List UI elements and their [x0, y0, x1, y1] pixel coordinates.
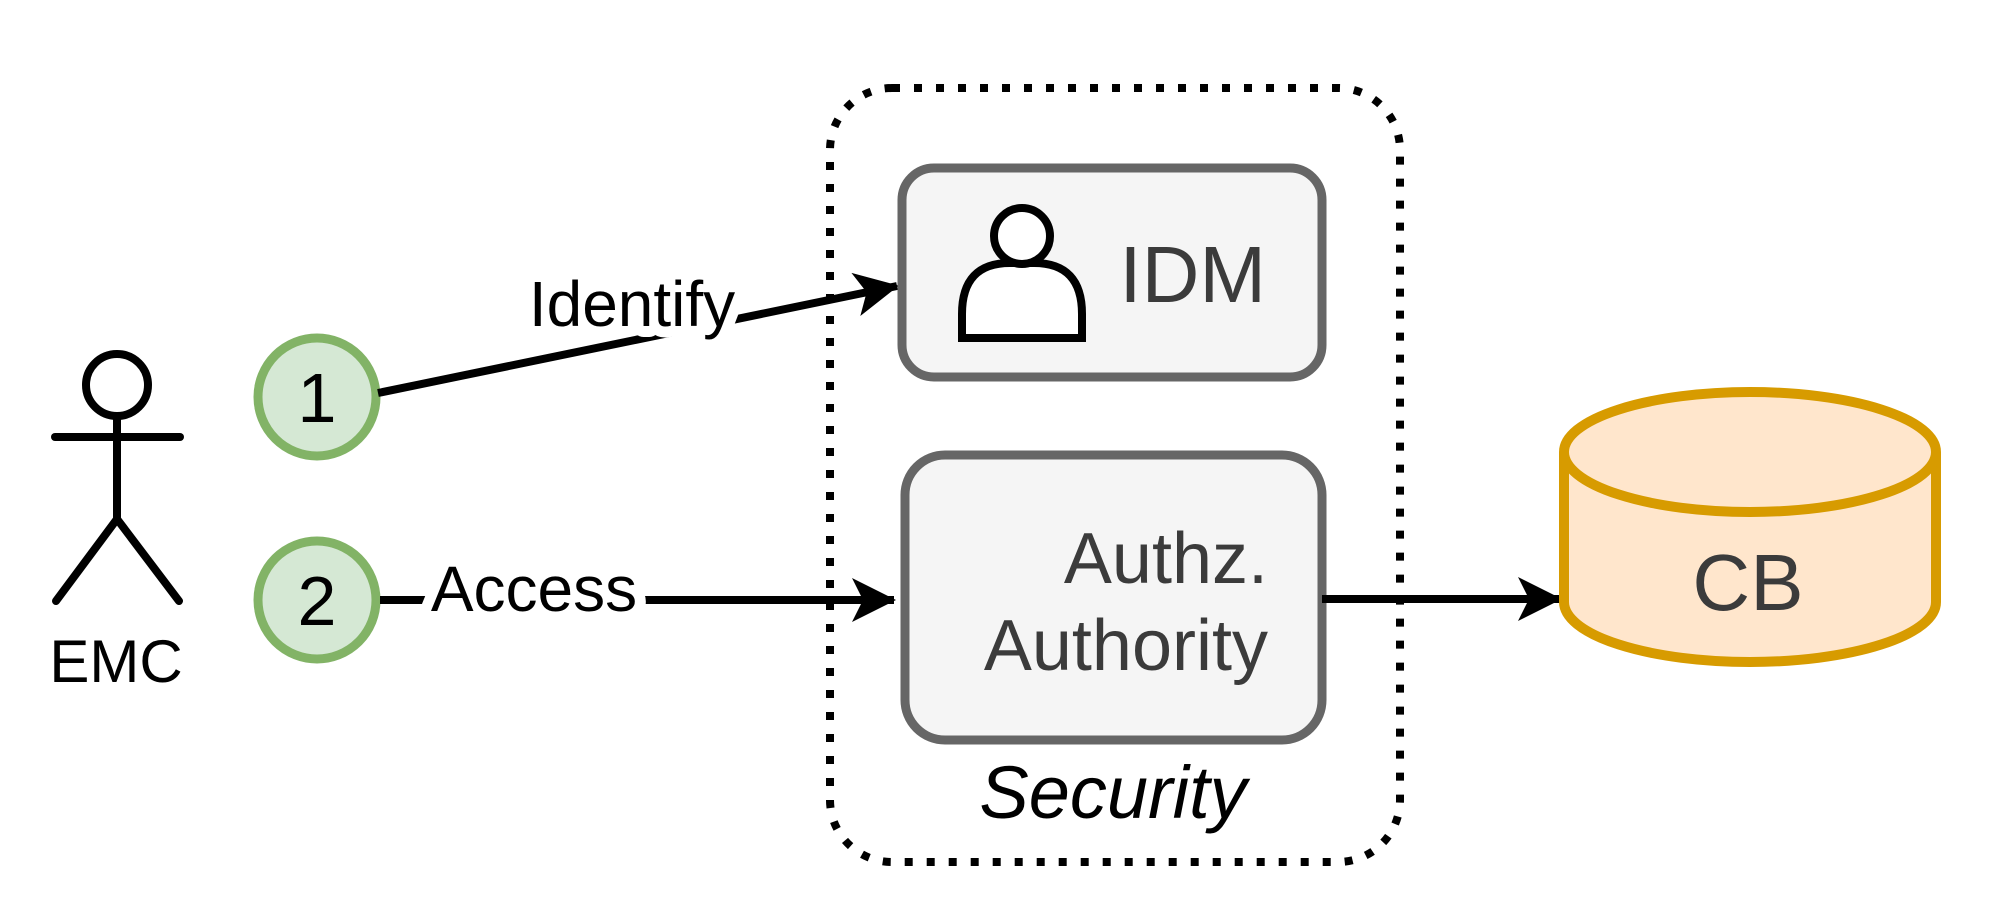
- authz-label-line2: Authority: [984, 606, 1268, 686]
- step-1-circle: [253, 333, 381, 461]
- access-edge: Access: [380, 542, 896, 636]
- actor-left-leg: [52, 515, 121, 605]
- step-1-number: 1: [298, 359, 337, 437]
- idm-label: IDM: [1119, 230, 1266, 319]
- actor-right-leg: [113, 515, 183, 605]
- step-2-circle: [253, 536, 381, 664]
- authz-label-line1: Authz.: [1064, 519, 1268, 599]
- idm-node: IDM: [897, 163, 1327, 382]
- step-1-badge: 1: [253, 333, 381, 461]
- db-node: CB: [1559, 387, 1941, 667]
- security-boundary-group: Security: [826, 84, 1404, 866]
- security-boundary: [826, 84, 1404, 866]
- step-2-badge: 2: [253, 536, 381, 664]
- actor-label: EMC: [49, 628, 182, 695]
- person-icon-body: [958, 259, 1086, 342]
- person-icon-head: [990, 204, 1054, 268]
- db-label: CB: [1692, 538, 1803, 627]
- identify-label: Identify: [529, 268, 735, 340]
- identify-arrow: [377, 272, 899, 397]
- access-label: Access: [431, 553, 637, 625]
- identify-edge: Identify: [377, 257, 899, 397]
- actor-head: [82, 350, 152, 420]
- person-icon: [958, 204, 1086, 342]
- authz-authority-node: Authz. Authority: [900, 450, 1327, 745]
- db-cylinder-top-rim: [1559, 451, 1941, 517]
- security-label: Security: [979, 751, 1250, 834]
- actor-figure: EMC: [49, 350, 184, 695]
- step-2-number: 2: [298, 562, 337, 640]
